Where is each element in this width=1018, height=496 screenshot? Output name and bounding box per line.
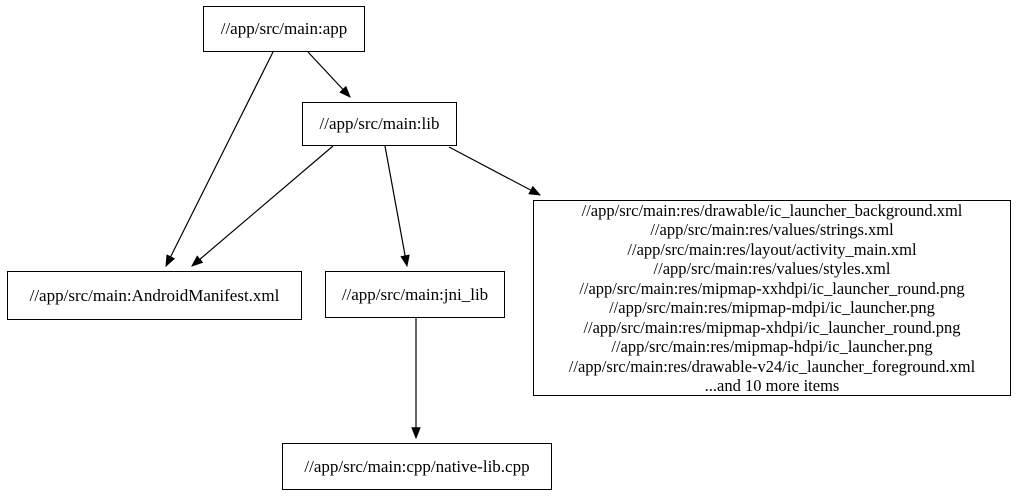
graph-node-app: //app/src/main:app (203, 6, 365, 52)
res-item: //app/src/main:res/mipmap-hdpi/ic_launch… (611, 337, 933, 356)
res-item: //app/src/main:res/values/strings.xml (650, 220, 894, 239)
graph-node-lib: //app/src/main:lib (302, 102, 457, 146)
res-item: //app/src/main:res/values/styles.xml (653, 259, 891, 278)
graph-node-lib-label: //app/src/main:lib (319, 114, 440, 133)
res-item: //app/src/main:res/mipmap-mdpi/ic_launch… (609, 298, 935, 317)
edge-lib-to-res-group (448, 146, 542, 196)
graph-node-native-cpp: //app/src/main:cpp/native-lib.cpp (282, 443, 552, 490)
edge-app-to-lib (307, 51, 351, 98)
edge-lib-to-manifest (191, 145, 334, 267)
graph-node-native-cpp-label: //app/src/main:cpp/native-lib.cpp (304, 456, 530, 476)
res-item: //app/src/main:res/drawable-v24/ic_launc… (568, 356, 976, 376)
res-item: //app/src/main:res/drawable/ic_launcher_… (581, 200, 963, 220)
graph-node-android-manifest: //app/src/main:AndroidManifest.xml (7, 271, 302, 320)
graph-node-jni-lib: //app/src/main:jni_lib (325, 271, 505, 318)
edge-app-to-manifest (165, 51, 274, 268)
graph-node-res-group: //app/src/main:res/drawable/ic_launcher_… (533, 200, 1011, 396)
res-more-items: ...and 10 more items (704, 376, 840, 395)
res-item: //app/src/main:res/mipmap-xhdpi/ic_launc… (583, 317, 961, 337)
graph-node-android-manifest-label: //app/src/main:AndroidManifest.xml (29, 285, 280, 305)
res-item: //app/src/main:res/layout/activity_main.… (627, 239, 917, 259)
edge-lib-to-jni-lib (384, 145, 410, 268)
graph-node-jni-lib-label: //app/src/main:jni_lib (341, 284, 489, 304)
graph-node-app-label: //app/src/main:app (220, 19, 348, 38)
res-item: //app/src/main:res/mipmap-xxhdpi/ic_laun… (579, 278, 965, 298)
